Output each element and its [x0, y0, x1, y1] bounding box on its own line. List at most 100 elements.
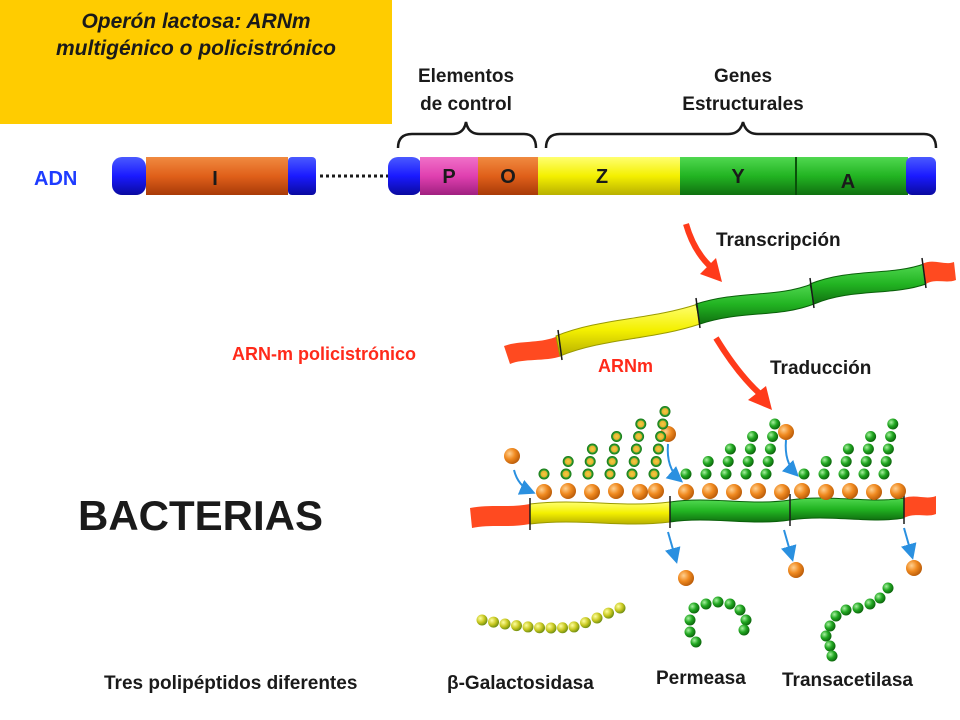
mrna-tick	[557, 329, 563, 361]
structural-genes-header: Genes	[714, 66, 772, 87]
amino-acid-icon	[830, 610, 842, 622]
gene-label-Y: Y	[731, 166, 745, 188]
ribosome-entry-arrow-icon	[513, 469, 536, 495]
page-title: Operón lactosa: ARNm multigénico o polic…	[0, 8, 392, 62]
polycistronic-mrna-label: ARN-m policistrónico	[232, 344, 416, 364]
mrna-trailer	[922, 261, 956, 284]
amino-acid-icon	[767, 431, 779, 442]
amino-acid-icon	[744, 443, 756, 455]
amino-acid-icon	[584, 456, 596, 467]
amino-acid-icon	[864, 598, 876, 610]
ribosome-icon	[842, 483, 858, 499]
amino-acid-icon	[608, 443, 620, 455]
amino-acid-icon	[820, 456, 832, 467]
dna-end-left	[112, 157, 146, 195]
amino-acid-icon	[580, 617, 591, 629]
ribosome-icon	[866, 484, 882, 500]
amino-acid-icon	[680, 468, 692, 480]
ribosome-release-arrow-icon	[901, 527, 917, 560]
amino-acid-icon	[628, 456, 640, 467]
amino-acid-icon	[880, 456, 892, 467]
protein-label-galactosidase: β-Galactosidasa	[447, 673, 594, 694]
amino-acid-icon	[762, 456, 774, 467]
amino-acid-icon	[648, 468, 660, 480]
amino-acid-icon	[652, 443, 664, 455]
ribosome-icon	[778, 424, 794, 440]
transcription-label: Transcripción	[716, 230, 841, 251]
mrna-tick	[809, 277, 815, 309]
translation-label: Traducción	[770, 358, 871, 379]
gene-label-Z: Z	[596, 166, 608, 188]
amino-acid-icon	[630, 443, 642, 455]
ribosome-icon	[726, 484, 742, 500]
ribosome-icon	[774, 484, 790, 500]
gene-label-P: P	[442, 166, 455, 188]
mrna-lower-trailer	[904, 496, 936, 518]
gene-segment-A	[796, 157, 908, 195]
amino-acid-icon	[882, 443, 894, 455]
amino-acid-icon	[562, 456, 574, 467]
organism-label: BACTERIAS	[78, 492, 323, 539]
gene-label-A: A	[841, 171, 855, 193]
ribosome-icon	[584, 484, 600, 500]
mrna-lower-segment-A	[789, 497, 905, 521]
amino-acid-icon	[700, 468, 712, 480]
amino-acid-icon	[722, 456, 734, 467]
transcription-arrow-head	[700, 258, 722, 282]
amino-acid-icon	[611, 431, 623, 442]
amino-acid-icon	[885, 431, 897, 442]
amino-acid-icon	[560, 468, 572, 480]
amino-acid-icon	[818, 468, 830, 480]
ribosome-release-arrow-icon	[665, 531, 681, 564]
control-elements-header-2: de control	[420, 94, 512, 115]
amino-acid-icon	[887, 418, 899, 430]
amino-acid-icon	[657, 418, 669, 430]
ribosome-icon	[906, 560, 922, 576]
amino-acid-icon	[734, 604, 746, 616]
amino-acid-icon	[820, 630, 832, 642]
amino-acid-icon	[690, 636, 702, 648]
amino-acid-icon	[650, 456, 662, 467]
amino-acid-icon	[659, 406, 671, 417]
mrna-tick	[921, 257, 927, 289]
amino-acid-icon	[591, 612, 603, 624]
gene-label-O: O	[500, 166, 516, 188]
amino-acid-icon	[724, 443, 736, 455]
transcription-arrow-icon	[683, 223, 715, 271]
ribosome-icon	[648, 483, 664, 499]
amino-acid-icon	[824, 620, 836, 632]
amino-acid-icon	[586, 443, 598, 455]
dna-end-right	[906, 157, 936, 195]
ribosome-icon	[678, 484, 694, 500]
dna-end-left-2	[288, 157, 316, 195]
amino-acid-icon	[862, 443, 874, 455]
amino-acid-icon	[769, 418, 781, 430]
amino-acid-icon	[882, 582, 894, 594]
gene-segment-I	[146, 157, 288, 195]
amino-acid-icon	[712, 596, 724, 608]
ribosome-entry-arrow-icon	[665, 443, 684, 483]
title-banner: Operón lactosa: ARNm multigénico o polic…	[0, 0, 392, 124]
ribosome-icon	[794, 483, 810, 499]
mrna-leader	[504, 336, 562, 364]
amino-acid-icon	[700, 598, 712, 610]
amino-acid-icon	[655, 431, 667, 442]
control-brace	[396, 121, 538, 149]
amino-acid-icon	[858, 468, 870, 480]
amino-acid-icon	[684, 626, 696, 638]
amino-acid-icon	[842, 443, 854, 455]
amino-acid-icon	[538, 468, 550, 480]
dna-label: ADN	[34, 168, 77, 190]
amino-acid-icon	[860, 456, 872, 467]
mrna-strand-upper	[504, 257, 956, 364]
ribosome-icon	[750, 483, 766, 499]
ribosome-icon	[536, 484, 552, 500]
gene-segment-Y	[680, 157, 796, 195]
gene-segment-Z	[538, 157, 680, 195]
amino-acid-icon	[738, 624, 750, 636]
protein-label-permease: Permeasa	[656, 668, 746, 689]
amino-acid-icon	[742, 456, 754, 467]
amino-acid-icon	[826, 650, 838, 662]
amino-acid-icon	[740, 614, 752, 626]
